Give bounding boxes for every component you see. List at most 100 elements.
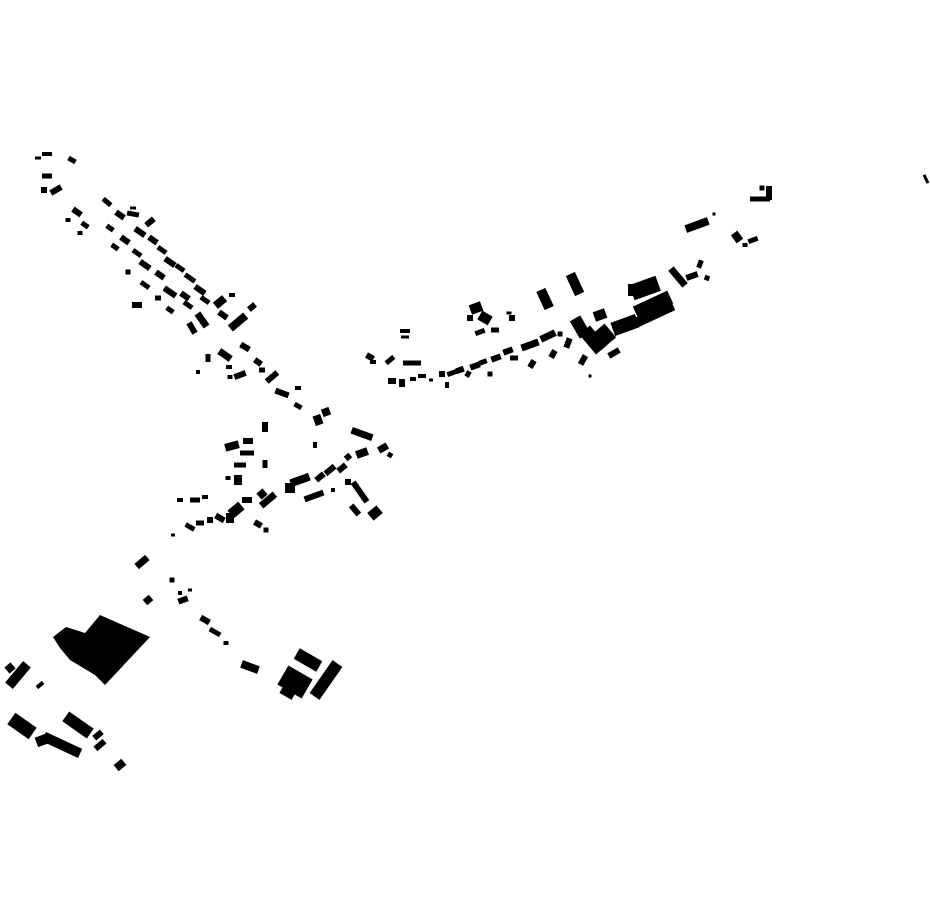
building-footprint bbox=[348, 503, 362, 517]
building-footprint bbox=[464, 370, 472, 378]
building-footprint bbox=[208, 626, 222, 638]
building-footprint bbox=[253, 357, 263, 367]
building-footprint bbox=[256, 488, 268, 500]
building-footprint bbox=[668, 266, 688, 288]
building-footprint bbox=[139, 280, 151, 290]
building-footprint bbox=[178, 591, 182, 595]
building-footprint bbox=[323, 463, 337, 477]
building-footprints bbox=[4, 152, 930, 772]
building-footprint bbox=[730, 230, 744, 244]
building-footprint bbox=[105, 223, 115, 233]
building-footprint bbox=[42, 152, 52, 156]
building-footprint bbox=[93, 738, 107, 752]
building-footprint bbox=[628, 284, 636, 296]
building-footprint bbox=[240, 450, 254, 456]
building-footprint bbox=[539, 329, 557, 343]
building-footprint bbox=[188, 588, 192, 592]
building-footprint bbox=[629, 275, 661, 301]
building-footprint bbox=[5, 661, 31, 689]
building-footprint bbox=[133, 226, 147, 238]
building-footprint bbox=[227, 312, 249, 332]
building-footprint bbox=[80, 220, 90, 230]
building-footprint bbox=[131, 248, 143, 258]
building-footprint bbox=[113, 758, 127, 772]
building-footprint bbox=[468, 301, 484, 315]
building-footprint bbox=[183, 272, 197, 284]
building-footprint bbox=[401, 335, 409, 339]
building-footprint bbox=[184, 522, 196, 532]
building-footprint bbox=[474, 327, 486, 337]
building-footprint bbox=[557, 331, 563, 337]
building-footprint bbox=[226, 513, 234, 523]
building-footprint bbox=[502, 346, 514, 356]
building-footprint bbox=[35, 156, 41, 160]
building-footprint bbox=[279, 684, 297, 700]
building-footprint bbox=[577, 354, 589, 366]
building-footprint bbox=[177, 595, 189, 605]
building-footprint bbox=[42, 173, 52, 179]
building-footprint bbox=[696, 259, 704, 269]
building-footprint bbox=[467, 315, 473, 321]
building-footprint bbox=[101, 196, 113, 208]
building-footprint bbox=[285, 483, 295, 493]
building-footprint bbox=[632, 290, 674, 320]
building-footprint bbox=[224, 440, 240, 452]
building-footprint bbox=[418, 374, 426, 378]
building-footprint bbox=[487, 371, 493, 377]
building-footprint bbox=[510, 355, 518, 361]
building-footprint bbox=[226, 365, 232, 369]
building-footprint bbox=[182, 300, 194, 310]
building-footprint bbox=[258, 491, 278, 509]
building-footprint bbox=[193, 284, 207, 296]
building-footprint bbox=[274, 387, 290, 399]
building-footprint bbox=[491, 327, 499, 333]
building-footprint bbox=[240, 660, 260, 674]
building-footprint bbox=[177, 498, 183, 502]
building-footprint bbox=[125, 269, 131, 275]
building-footprint bbox=[155, 295, 161, 301]
building-footprint bbox=[262, 422, 268, 432]
building-footprint bbox=[277, 665, 313, 699]
building-footprint bbox=[345, 479, 351, 485]
building-footprint bbox=[922, 174, 930, 184]
building-footprint bbox=[759, 185, 765, 191]
building-footprint bbox=[365, 352, 375, 362]
building-footprint bbox=[130, 206, 136, 210]
building-footprint bbox=[400, 329, 410, 333]
building-footprint bbox=[592, 308, 608, 322]
building-footprint bbox=[343, 452, 353, 462]
building-footprint bbox=[119, 234, 131, 246]
building-footprint bbox=[336, 462, 348, 474]
building-footprint bbox=[478, 358, 488, 366]
building-footprint bbox=[588, 374, 592, 378]
building-footprint bbox=[186, 321, 198, 335]
building-footprint bbox=[243, 438, 253, 444]
building-footprint bbox=[469, 361, 481, 371]
building-footprint bbox=[354, 447, 370, 459]
building-footprint bbox=[388, 378, 396, 384]
large-building-footprint bbox=[53, 615, 150, 685]
building-footprint bbox=[138, 259, 152, 271]
building-footprint bbox=[49, 184, 63, 196]
building-footprint bbox=[262, 460, 268, 468]
building-footprint bbox=[490, 353, 502, 363]
building-footprint bbox=[607, 347, 621, 359]
building-footprint bbox=[593, 323, 617, 347]
building-footprint bbox=[350, 426, 374, 442]
building-footprint bbox=[67, 155, 77, 165]
building-footprint bbox=[7, 712, 37, 740]
building-footprint bbox=[264, 370, 280, 384]
building-footprint bbox=[242, 497, 252, 503]
building-footprint bbox=[579, 325, 607, 355]
building-footprint bbox=[247, 302, 257, 312]
building-footprint bbox=[446, 368, 458, 378]
building-footprint bbox=[410, 377, 416, 381]
building-footprint bbox=[65, 218, 71, 222]
building-footprint bbox=[126, 210, 140, 218]
building-footprint bbox=[144, 216, 156, 228]
building-footprint bbox=[313, 442, 317, 448]
building-footprint bbox=[205, 354, 211, 362]
building-footprint bbox=[766, 186, 772, 200]
